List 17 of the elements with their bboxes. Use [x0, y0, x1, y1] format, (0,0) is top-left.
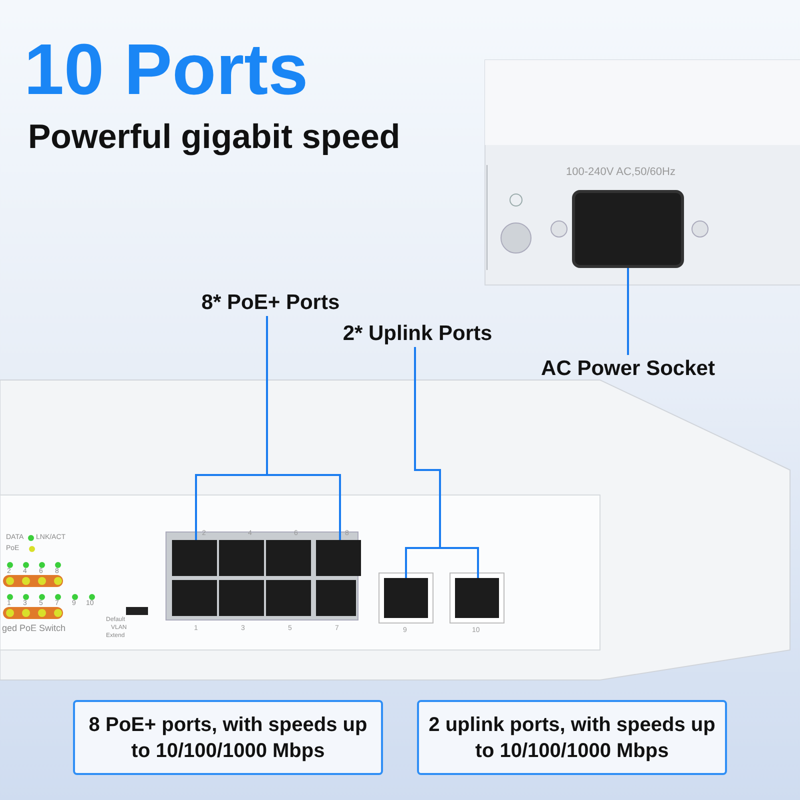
- ethernet-port: [384, 578, 428, 618]
- description-text: 8 PoE+ ports, with speeds up to 10/100/1000 Mbps: [88, 712, 368, 764]
- info-card: [73, 700, 383, 775]
- callout-label: 8* PoE+ Ports: [188, 290, 353, 316]
- description-text: 2 uplink ports, with speeds up to 10/100/1000 Mbps: [428, 712, 716, 764]
- voltage-rating: 100-240V AC,50/60Hz: [566, 167, 676, 178]
- info-card: [417, 700, 727, 775]
- leader-line: [627, 268, 629, 355]
- model-text: ged PoE Switch: [2, 624, 66, 633]
- subtitle: Powerful gigabit speed: [28, 120, 400, 154]
- ethernet-port: [316, 540, 361, 576]
- callout-label: 2* Uplink Ports: [325, 321, 510, 347]
- ethernet-port: [172, 540, 217, 576]
- callout-label: AC Power Socket: [530, 355, 726, 383]
- power-socket: [572, 190, 684, 268]
- title: 10 Ports: [24, 34, 308, 106]
- ethernet-port: [455, 578, 499, 618]
